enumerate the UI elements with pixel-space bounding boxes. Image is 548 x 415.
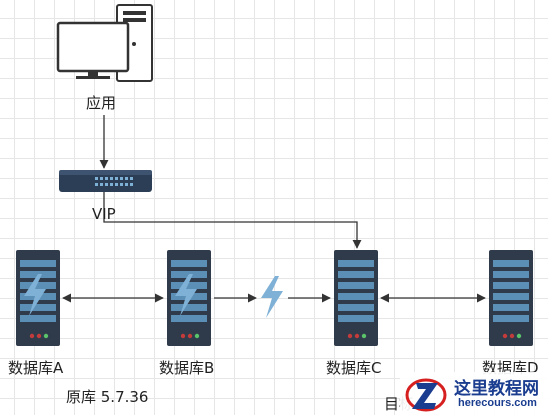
server-icon-db-d bbox=[489, 250, 533, 346]
label-vip: VIP bbox=[92, 205, 116, 223]
server-icon-db-b bbox=[167, 250, 211, 346]
watermark-logo-icon bbox=[405, 378, 447, 412]
watermark-title: 这里教程网 bbox=[454, 379, 539, 399]
computer-icon bbox=[56, 4, 153, 82]
label-db-a: 数据库A bbox=[8, 359, 64, 377]
label-db-c: 数据库C bbox=[326, 359, 382, 377]
replication-lightning-icon bbox=[261, 276, 283, 318]
label-app: 应用 bbox=[86, 94, 117, 112]
watermark: 这里教程网 herecours.com bbox=[400, 372, 548, 415]
edge-vip-to-dbc bbox=[103, 192, 362, 249]
note-original-db: 原库 5.7.36 bbox=[66, 388, 149, 406]
switch-icon bbox=[59, 170, 152, 192]
server-icon-db-a bbox=[16, 250, 60, 346]
label-db-b: 数据库B bbox=[159, 359, 215, 377]
watermark-url: herecours.com bbox=[458, 397, 537, 409]
server-icon-db-c bbox=[334, 250, 378, 346]
